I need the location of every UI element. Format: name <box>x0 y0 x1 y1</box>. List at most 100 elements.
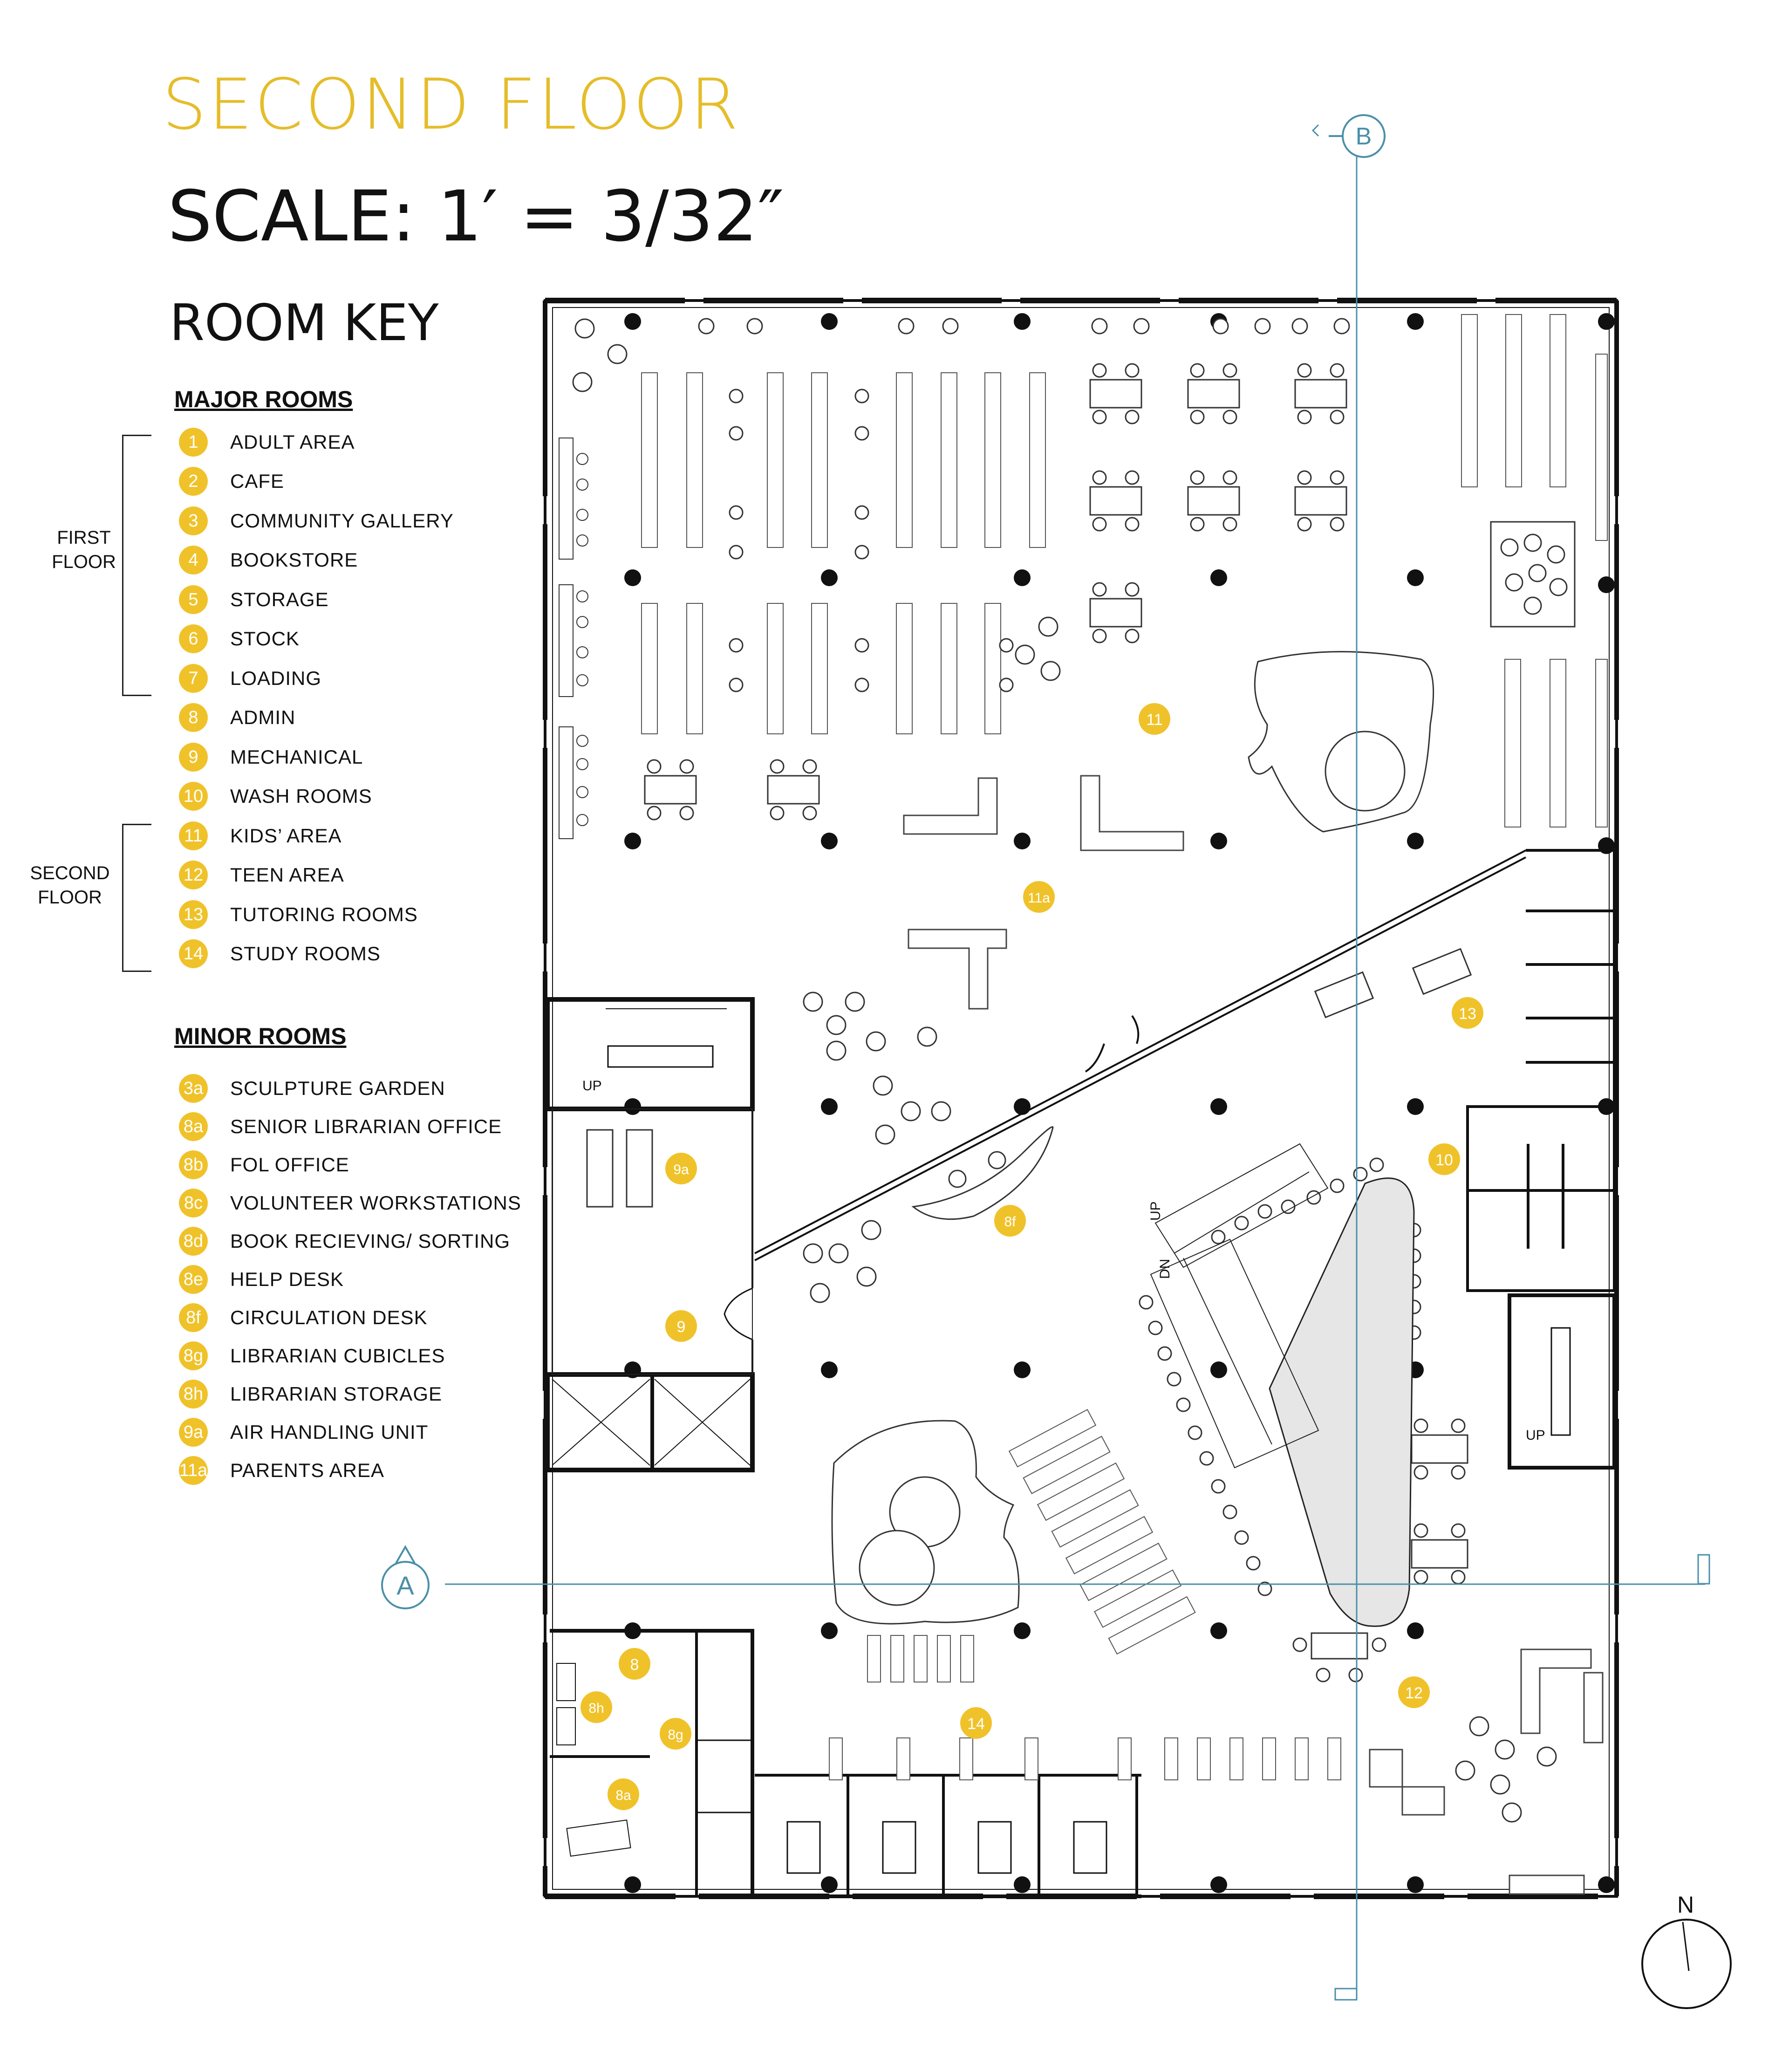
legend-item: 8e HELP DESK <box>179 1265 344 1294</box>
section-marker-b: B <box>1329 114 1386 158</box>
bookshelves <box>641 314 1608 827</box>
legend-label: VOLUNTEER WORKSTATIONS <box>230 1192 521 1214</box>
room-badge: 9 <box>179 743 208 772</box>
scale-note: SCALE: 1′ = 3/32″ <box>168 176 784 257</box>
room-key-heading: ROOM KEY <box>170 294 439 352</box>
diagonal-partition <box>754 849 1526 1261</box>
air-handling-unit <box>552 1108 753 1375</box>
legend-item: 9 MECHANICAL <box>179 743 363 772</box>
legend-label: BOOKSTORE <box>230 549 358 571</box>
stair-up-label: UP <box>582 1078 602 1094</box>
legend-label: KIDS’ AREA <box>230 825 342 847</box>
room-badge: 8d <box>179 1227 208 1256</box>
exterior-walls <box>543 298 1619 1899</box>
room-badge: 3 <box>179 506 208 535</box>
room-tag: 8f <box>1004 1214 1016 1230</box>
study-rooms <box>755 1774 1141 1898</box>
stair-core-east <box>1508 1293 1616 1470</box>
room-tag: 8h <box>588 1701 604 1716</box>
second-floor-label: SECOND FLOOR <box>30 863 110 908</box>
room-badge: 11 <box>179 821 208 850</box>
room-badge: 8g <box>179 1341 208 1370</box>
circulation-desk <box>911 1126 1054 1220</box>
legend-label: COMMUNITY GALLERY <box>230 510 454 532</box>
legend-label: STUDY ROOMS <box>230 943 381 964</box>
section-b-label: B <box>1356 123 1372 150</box>
legend-label: SCULPTURE GARDEN <box>230 1077 445 1099</box>
room-tag: 9 <box>677 1318 686 1336</box>
room-badge: 1 <box>179 428 208 457</box>
section-marker-a: A <box>381 1545 430 1609</box>
washrooms <box>1466 1105 1616 1292</box>
legend-label: AIR HANDLING UNIT <box>230 1421 429 1443</box>
room-tag: 8 <box>630 1656 639 1674</box>
room-badge: 8f <box>179 1303 208 1332</box>
chairs <box>572 318 1568 1823</box>
legend-item: 9a AIR HANDLING UNIT <box>179 1418 428 1447</box>
admin-block <box>550 1629 754 1896</box>
room-badge: 5 <box>179 585 208 614</box>
room-badge: 8h <box>179 1380 208 1409</box>
room-badge: 7 <box>179 664 208 693</box>
window-seating <box>559 438 588 839</box>
section-a-label: A <box>396 1571 414 1600</box>
legend-label: BOOK RECIEVING/ SORTING <box>230 1230 510 1252</box>
structural-columns <box>624 313 1615 1893</box>
stair-core-west <box>545 997 755 1472</box>
legend-label: TUTORING ROOMS <box>230 903 418 925</box>
first-floor-bracket <box>122 435 151 696</box>
section-lines <box>445 124 1710 2001</box>
legend-item: 13 TUTORING ROOMS <box>179 900 418 929</box>
legend-label: MECHANICAL <box>230 746 363 768</box>
legend-label: CIRCULATION DESK <box>230 1306 428 1328</box>
room-badge: 12 <box>179 861 208 889</box>
legend-label: LIBRARIAN STORAGE <box>230 1383 443 1405</box>
legend-item: 8f CIRCULATION DESK <box>179 1303 428 1332</box>
room-badge: 8e <box>179 1265 208 1294</box>
legend-label: LOADING <box>230 667 322 689</box>
stair-up-label: UP <box>1526 1428 1545 1443</box>
minor-rooms-heading: MINOR ROOMS <box>174 1023 347 1049</box>
room-badge: 8c <box>179 1189 208 1217</box>
sofas <box>903 775 1604 1895</box>
spiral-stairs <box>831 651 1434 1625</box>
main-stair <box>1150 1143 1329 1469</box>
legend-item: 8h LIBRARIAN STORAGE <box>179 1380 442 1409</box>
legend-label: ADMIN <box>230 706 296 728</box>
tutoring-rooms <box>1526 849 1616 1108</box>
room-tag: 10 <box>1435 1151 1453 1169</box>
second-floor-bracket <box>122 824 151 972</box>
room-badge: 9a <box>179 1418 208 1447</box>
page-title: SECOND FLOOR <box>162 64 741 145</box>
legend-item: 8c VOLUNTEER WORKSTATIONS <box>179 1189 521 1217</box>
legend-item: 14 STUDY ROOMS <box>179 939 381 968</box>
room-badge: 13 <box>179 900 208 929</box>
room-tag: 9a <box>673 1162 689 1177</box>
room-tags: 11 11a 13 10 9a 8f 9 12 8 8h 8g 14 8a <box>580 703 1483 1810</box>
legend-label: STOCK <box>230 628 300 650</box>
major-rooms-heading: MAJOR ROOMS <box>174 386 353 412</box>
legend-label: HELP DESK <box>230 1268 344 1290</box>
north-label: N <box>1677 1892 1694 1918</box>
room-badge: 11a <box>179 1456 208 1485</box>
stair-up-label: UP <box>1148 1201 1163 1221</box>
room-tag: 13 <box>1459 1005 1476 1023</box>
legend-item: 3 COMMUNITY GALLERY <box>179 506 454 535</box>
first-floor-label: FIRST FLOOR <box>52 527 116 572</box>
legend-label: FOL OFFICE <box>230 1154 349 1176</box>
room-badge: 14 <box>179 939 208 968</box>
room-tag: 8g <box>668 1727 683 1743</box>
legend-label: SENIOR LIBRARIAN OFFICE <box>230 1115 502 1137</box>
legend-item: 8d BOOK RECIEVING/ SORTING <box>179 1227 510 1256</box>
